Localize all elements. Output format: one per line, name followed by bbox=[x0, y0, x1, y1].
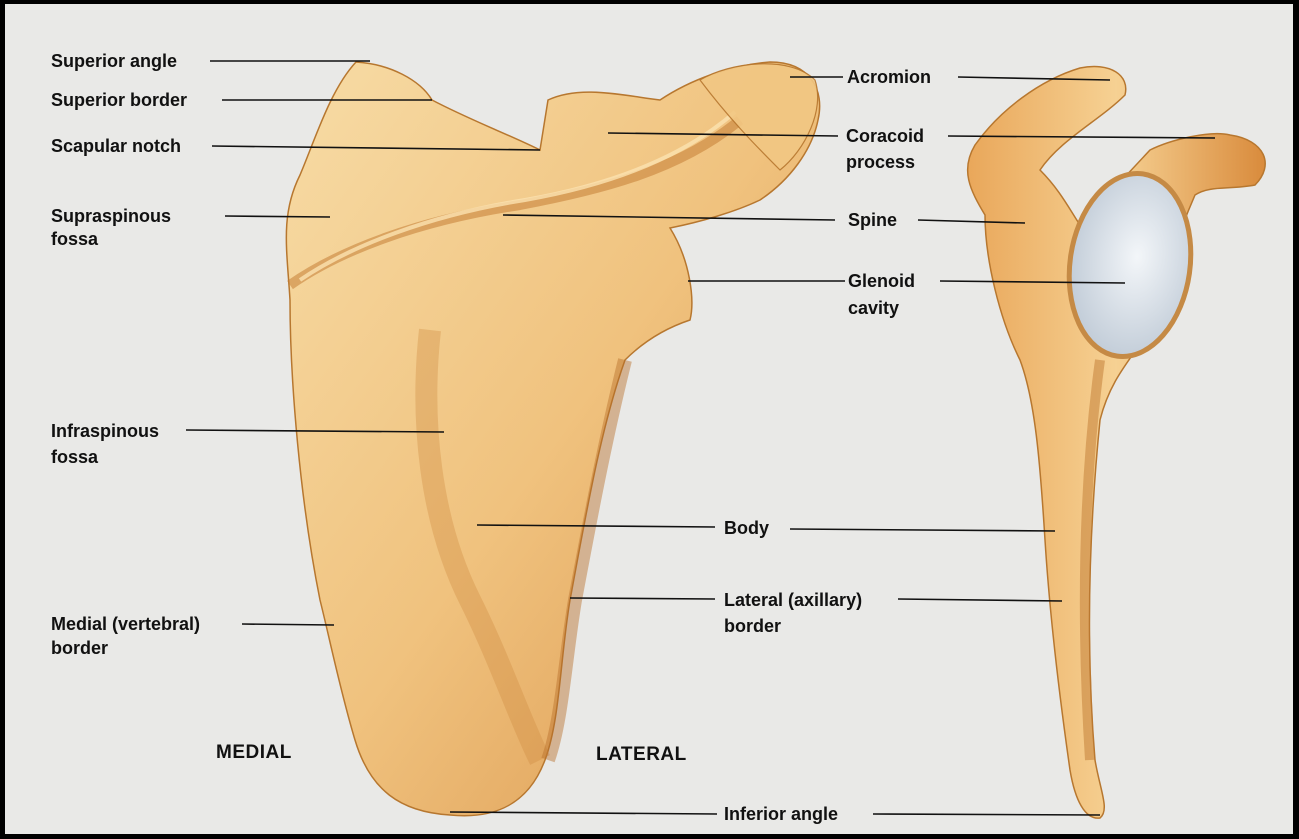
leader-lateral-border bbox=[570, 598, 715, 599]
label-spine: Spine bbox=[848, 209, 897, 231]
label-inferior-angle: Inferior angle bbox=[724, 803, 838, 825]
orientation-lateral: LATERAL bbox=[596, 744, 687, 766]
label-superior-border: Superior border bbox=[51, 89, 187, 111]
label-scapular-notch: Scapular notch bbox=[51, 135, 181, 157]
scapula-body-shape bbox=[286, 62, 819, 816]
leader-supraspinous-fossa bbox=[225, 216, 330, 217]
leader-medial-border bbox=[242, 624, 334, 625]
label-infraspinous-fossa-line1: Infraspinous bbox=[51, 420, 159, 442]
label-medial-border-line2: border bbox=[51, 637, 108, 659]
label-glenoid-cavity-line1: Glenoid bbox=[848, 270, 915, 292]
leader-inferior-angle-lateral bbox=[873, 814, 1100, 815]
posterior-scapula bbox=[286, 62, 819, 816]
label-acromion: Acromion bbox=[847, 66, 931, 88]
label-superior-angle: Superior angle bbox=[51, 50, 177, 72]
label-medial-border-line1: Medial (vertebral) bbox=[51, 613, 200, 635]
label-glenoid-cavity-line2: cavity bbox=[848, 297, 899, 319]
label-body: Body bbox=[724, 517, 769, 539]
label-supraspinous-fossa-line1: Supraspinous bbox=[51, 205, 171, 227]
label-coracoid-process-line2: process bbox=[846, 151, 915, 173]
label-coracoid-process-line1: Coracoid bbox=[846, 125, 924, 147]
lateral-scapula bbox=[968, 67, 1266, 819]
label-lateral-border-line2: border bbox=[724, 615, 781, 637]
leader-body-lateral bbox=[790, 529, 1055, 531]
leader-inferior-angle bbox=[450, 812, 717, 814]
orientation-medial: MEDIAL bbox=[216, 742, 292, 764]
label-lateral-border-line1: Lateral (axillary) bbox=[724, 589, 862, 611]
leader-lateral-border-lateral bbox=[898, 599, 1062, 601]
label-infraspinous-fossa-line2: fossa bbox=[51, 446, 98, 468]
label-supraspinous-fossa-line2: fossa bbox=[51, 228, 98, 250]
